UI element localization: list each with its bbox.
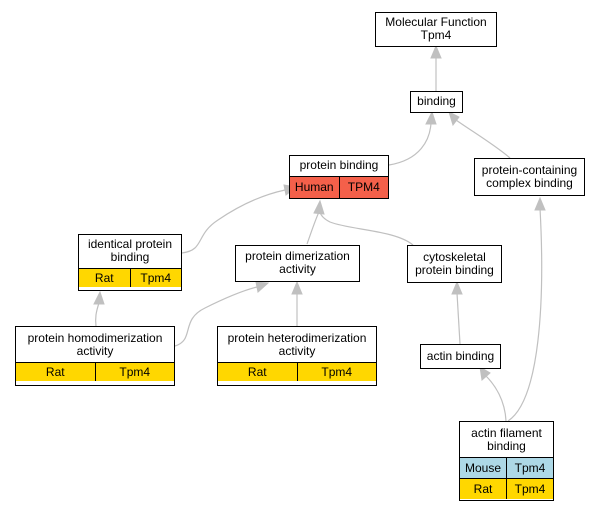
node-label-line: binding <box>110 250 150 264</box>
arrowhead <box>291 280 303 295</box>
edge-homodimer-to-dimerization <box>174 286 258 347</box>
node-label-line: protein dimerization <box>245 249 350 263</box>
node-protein-heterodimerization-activity[interactable]: protein heterodimerization activity Rat … <box>217 326 377 386</box>
node-label-line: protein homodimerization <box>27 331 163 345</box>
node-label-line: protein binding <box>415 263 494 277</box>
edge-actin-to-cytoskeletal <box>456 292 461 345</box>
gene-cell: Tpm4 <box>506 479 553 499</box>
node-protein-binding[interactable]: protein binding Human TPM4 <box>289 155 389 199</box>
gene-cell: Tpm4 <box>129 269 181 287</box>
node-protein-homodimerization-activity[interactable]: protein homodimerization activity Rat Tp… <box>15 326 175 386</box>
arrowhead <box>479 366 491 381</box>
node-protein-containing-complex-binding[interactable]: protein-containing complex binding <box>474 158 585 196</box>
species-cell-rat: Rat <box>16 363 95 381</box>
node-label-line: protein-containing <box>481 163 578 177</box>
node-label-line: activity <box>278 344 316 358</box>
gene-cell: Tpm4 <box>94 363 174 381</box>
arrowhead <box>534 196 546 211</box>
node-label-line: cytoskeletal <box>423 250 486 264</box>
edge-protein-binding-to-binding <box>388 122 432 166</box>
edge-dimerization-to-protein-binding <box>306 211 320 245</box>
arrowhead <box>255 281 270 293</box>
species-cell-rat: Rat <box>218 363 297 381</box>
node-label: actin binding <box>426 349 495 363</box>
node-cytoskeletal-protein-binding[interactable]: cytoskeletal protein binding <box>407 245 502 283</box>
edge-cytoskeletal-to-protein-binding <box>319 211 414 246</box>
node-label-line: actin filament <box>471 426 542 440</box>
arrowhead <box>451 280 463 295</box>
edge-homodimer-to-identical <box>95 302 100 327</box>
node-label-line: activity <box>76 344 114 358</box>
node-label-line: activity <box>279 262 316 276</box>
node-label: binding <box>417 94 456 108</box>
gene-cell: Tpm4 <box>506 458 553 478</box>
edge-filament-to-complex <box>507 207 543 422</box>
arrowhead <box>448 111 460 127</box>
species-cell-human: Human <box>290 177 339 198</box>
node-label-line: protein heterodimerization <box>227 331 367 345</box>
node-identical-protein-binding[interactable]: identical protein binding Rat Tpm4 <box>78 234 182 291</box>
node-label: protein binding <box>299 158 379 172</box>
node-binding[interactable]: binding <box>410 91 463 113</box>
gene-cell: Tpm4 <box>296 363 376 381</box>
node-actin-filament-binding[interactable]: actin filament binding Mouse Tpm4 Rat Tp… <box>459 421 554 501</box>
edge-complex-binding-to-binding <box>455 119 511 159</box>
node-label-line: complex binding <box>486 176 573 190</box>
gene-cell: TPM4 <box>338 177 388 198</box>
node-actin-binding[interactable]: actin binding <box>420 344 501 369</box>
node-label-line: identical protein <box>87 237 173 251</box>
arrowhead <box>93 290 105 305</box>
arrowhead <box>425 110 437 125</box>
node-protein-dimerization-activity[interactable]: protein dimerization activity <box>235 245 360 282</box>
node-molecular-function[interactable]: Molecular Function Tpm4 <box>375 12 497 47</box>
arrowhead <box>430 44 442 59</box>
species-cell-mouse: Mouse <box>460 458 506 478</box>
edge-filament-to-actin <box>485 375 507 422</box>
node-label-line: binding <box>487 439 526 453</box>
arrowhead <box>313 199 325 215</box>
node-label-line: Tpm4 <box>420 28 452 42</box>
species-cell-rat: Rat <box>79 269 130 287</box>
edge-identical-to-protein-binding <box>181 189 286 254</box>
species-cell-rat: Rat <box>460 479 506 499</box>
node-label-line: Molecular Function <box>385 15 487 29</box>
